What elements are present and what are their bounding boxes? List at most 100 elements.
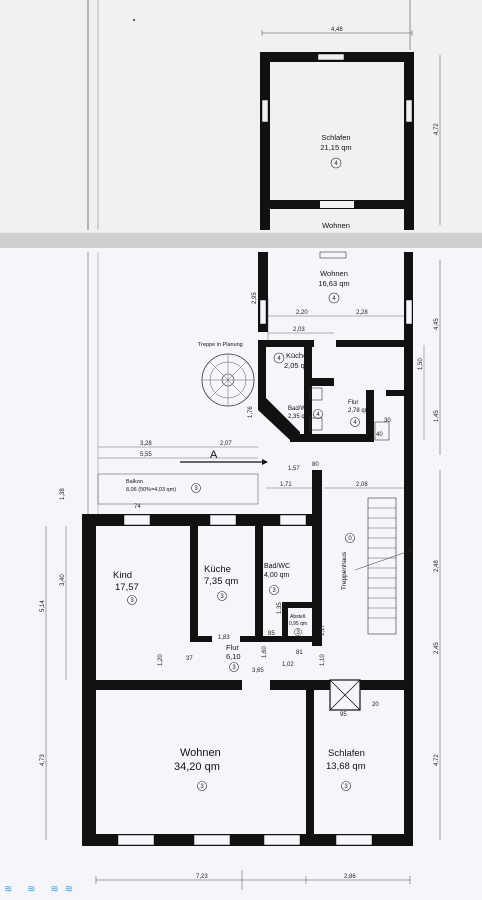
room-area: 2,35 qm (288, 414, 310, 420)
room-name: Wohnen (322, 221, 350, 230)
dim-label: 2,48 (434, 560, 440, 572)
room-marker (197, 781, 207, 791)
window (405, 299, 413, 325)
dim-label: 3,28 (140, 441, 152, 447)
spiral-stair (201, 353, 255, 407)
dim-label: 4,48 (331, 27, 343, 33)
dim-label: 2,20 (296, 310, 308, 316)
wall (270, 680, 330, 690)
room-area: 21,15 qm (320, 143, 351, 152)
balkon-outline (97, 473, 259, 505)
room-area: 8,06 (50%=4,03 qm) (126, 487, 176, 493)
dim-label: 2,07 (220, 441, 232, 447)
dim-label: 1,38 (60, 488, 66, 500)
wall (82, 834, 413, 846)
room-marker-label: 3 (130, 598, 134, 604)
dim-label: 37 (186, 656, 193, 662)
dim-label: 2,45 (434, 642, 440, 654)
dim-label: 81 (296, 650, 303, 656)
room-name: Flur (348, 400, 358, 406)
room-marker (217, 591, 227, 601)
wall (96, 680, 242, 690)
room-marker-label: 3 (200, 784, 204, 790)
dim-label: 1,17 (320, 624, 326, 636)
bottom-plan: Treppe in Planung Wohnen 16,63 qm 4 4 Kü… (40, 251, 441, 890)
room-marker-label: 4 (332, 296, 336, 302)
dim-label: 2,03 (293, 327, 305, 333)
room-area: 0,95 qm (289, 621, 307, 627)
wall (366, 390, 374, 442)
room-marker (341, 781, 351, 791)
dim-label: 1,35 (277, 602, 283, 614)
window (263, 834, 301, 846)
room-name: Treppenhaus (341, 551, 348, 590)
room-area: 6,10 (226, 652, 241, 661)
room-name: Küche (204, 564, 231, 575)
room-area: 34,20 qm (174, 761, 220, 773)
room-marker-label: 3 (296, 630, 300, 636)
room-marker (350, 417, 360, 427)
room-marker-label: 4 (334, 161, 338, 167)
room-area: 7,35 qm (204, 576, 238, 587)
room-marker (229, 662, 239, 672)
window (319, 251, 347, 259)
wall (404, 52, 414, 230)
dim-label: 1,10 (320, 654, 326, 666)
window (317, 53, 345, 61)
dim-label: 74 (134, 504, 141, 510)
room-area: 4,00 qm (264, 572, 289, 579)
room-area: 2,05 qm (284, 361, 311, 370)
room-name: Abstell. (290, 614, 306, 620)
window (335, 834, 373, 846)
room-marker (273, 352, 285, 364)
window (405, 99, 413, 123)
dim-label: 4,72 (434, 754, 440, 766)
room-marker (328, 292, 340, 304)
room-name: Küche (286, 351, 307, 360)
room-marker-label: 4 (277, 356, 281, 362)
room-name: Schlafen (328, 748, 365, 759)
window (123, 514, 151, 526)
stair-note: Treppe in Planung (198, 342, 243, 348)
wall (404, 460, 413, 846)
room-marker (330, 157, 342, 169)
dim-label: 85 (268, 631, 275, 637)
wall (404, 252, 413, 462)
dim-label: 80 (312, 462, 319, 468)
wall (312, 378, 334, 386)
door-opening (320, 201, 354, 208)
window (261, 99, 269, 123)
room-marker-label: 3 (272, 588, 276, 594)
wall (386, 390, 406, 396)
wall (260, 52, 270, 230)
dim-label: 1,83 (218, 635, 230, 641)
wall (282, 602, 316, 608)
fixture (309, 387, 323, 401)
dim-label: 40 (376, 432, 383, 438)
wall (240, 636, 263, 642)
dim-label: 5,14 (40, 600, 46, 612)
shaft (329, 679, 361, 711)
room-area: 16,63 qm (318, 279, 349, 288)
room-marker-label: 0 (348, 536, 352, 542)
dim-label: 7,23 (196, 874, 208, 880)
room-name: Wohnen (180, 747, 221, 759)
dim-label: 4,45 (434, 318, 440, 330)
room-name: Wohnen (320, 269, 348, 278)
dim-label: 95 (340, 712, 347, 718)
wall (255, 524, 263, 642)
wall (190, 636, 212, 642)
section-arrow (262, 459, 268, 465)
wall (336, 340, 406, 347)
bottom-sheet (0, 248, 482, 900)
window (279, 514, 307, 526)
room-name: Bad/WC (288, 406, 311, 412)
dim-label: 20 (372, 702, 379, 708)
dim-label: 3,40 (60, 574, 66, 586)
room-marker (127, 595, 137, 605)
wall (258, 340, 314, 347)
wall (258, 340, 266, 400)
dim-label: 2,28 (356, 310, 368, 316)
section-marker: A (210, 449, 218, 461)
